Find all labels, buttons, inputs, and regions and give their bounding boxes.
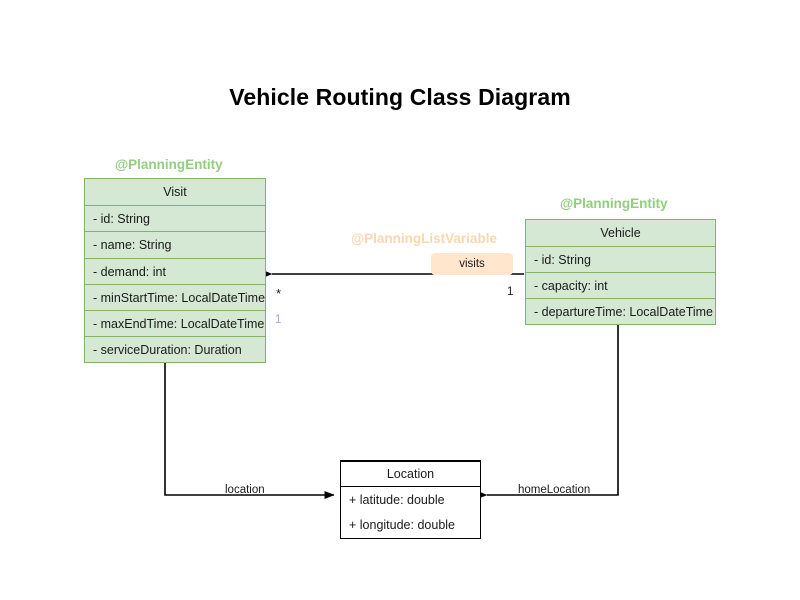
attribute-row: - id: String bbox=[526, 246, 715, 272]
attribute-row: + longitude: double bbox=[349, 518, 455, 532]
multiplicity-vehicle-one: 1 bbox=[507, 286, 514, 298]
attribute-row: - capacity: int bbox=[526, 272, 715, 298]
attribute-row: - serviceDuration: Duration bbox=[85, 336, 265, 362]
edge-label-home-location: homeLocation bbox=[518, 484, 591, 496]
attribute-row: - demand: int bbox=[85, 257, 265, 284]
class-name-vehicle: Vehicle bbox=[600, 226, 641, 240]
attribute-row: - maxEndTime: LocalDateTime bbox=[85, 309, 265, 336]
page-title: Vehicle Routing Class Diagram bbox=[229, 84, 571, 110]
class-box-visit[interactable]: Visit - id: String - name: String - dema… bbox=[84, 178, 266, 364]
edge-vehicle-home-location bbox=[477, 323, 619, 499]
multiplicity-visit-many: * bbox=[276, 286, 282, 301]
class-name-location: Location bbox=[341, 461, 480, 486]
edge-label-visits: visits bbox=[431, 253, 513, 275]
attribute-row: + latitude: double bbox=[341, 486, 480, 512]
class-box-location[interactable]: Location + latitude: double + longitude:… bbox=[340, 460, 481, 539]
stereotype-planning-list-variable: @PlanningListVariable bbox=[351, 231, 497, 246]
multiplicity-visit-one: 1 bbox=[275, 314, 282, 326]
attribute-row: - minStartTime: LocalDateTime bbox=[85, 283, 265, 310]
edge-visit-location bbox=[164, 363, 335, 499]
attribute-row: - id: String bbox=[85, 205, 265, 231]
attribute-row: - departureTime: LocalDateTime bbox=[526, 298, 715, 324]
class-box-vehicle[interactable]: Vehicle - id: String - capacity: int - d… bbox=[525, 219, 716, 325]
attribute-row: - name: String bbox=[85, 231, 265, 257]
edge-label-location: location bbox=[225, 484, 265, 496]
class-name-visit: Visit bbox=[163, 185, 187, 199]
stereotype-visit: @PlanningEntity bbox=[115, 157, 223, 172]
stereotype-vehicle: @PlanningEntity bbox=[560, 196, 668, 211]
